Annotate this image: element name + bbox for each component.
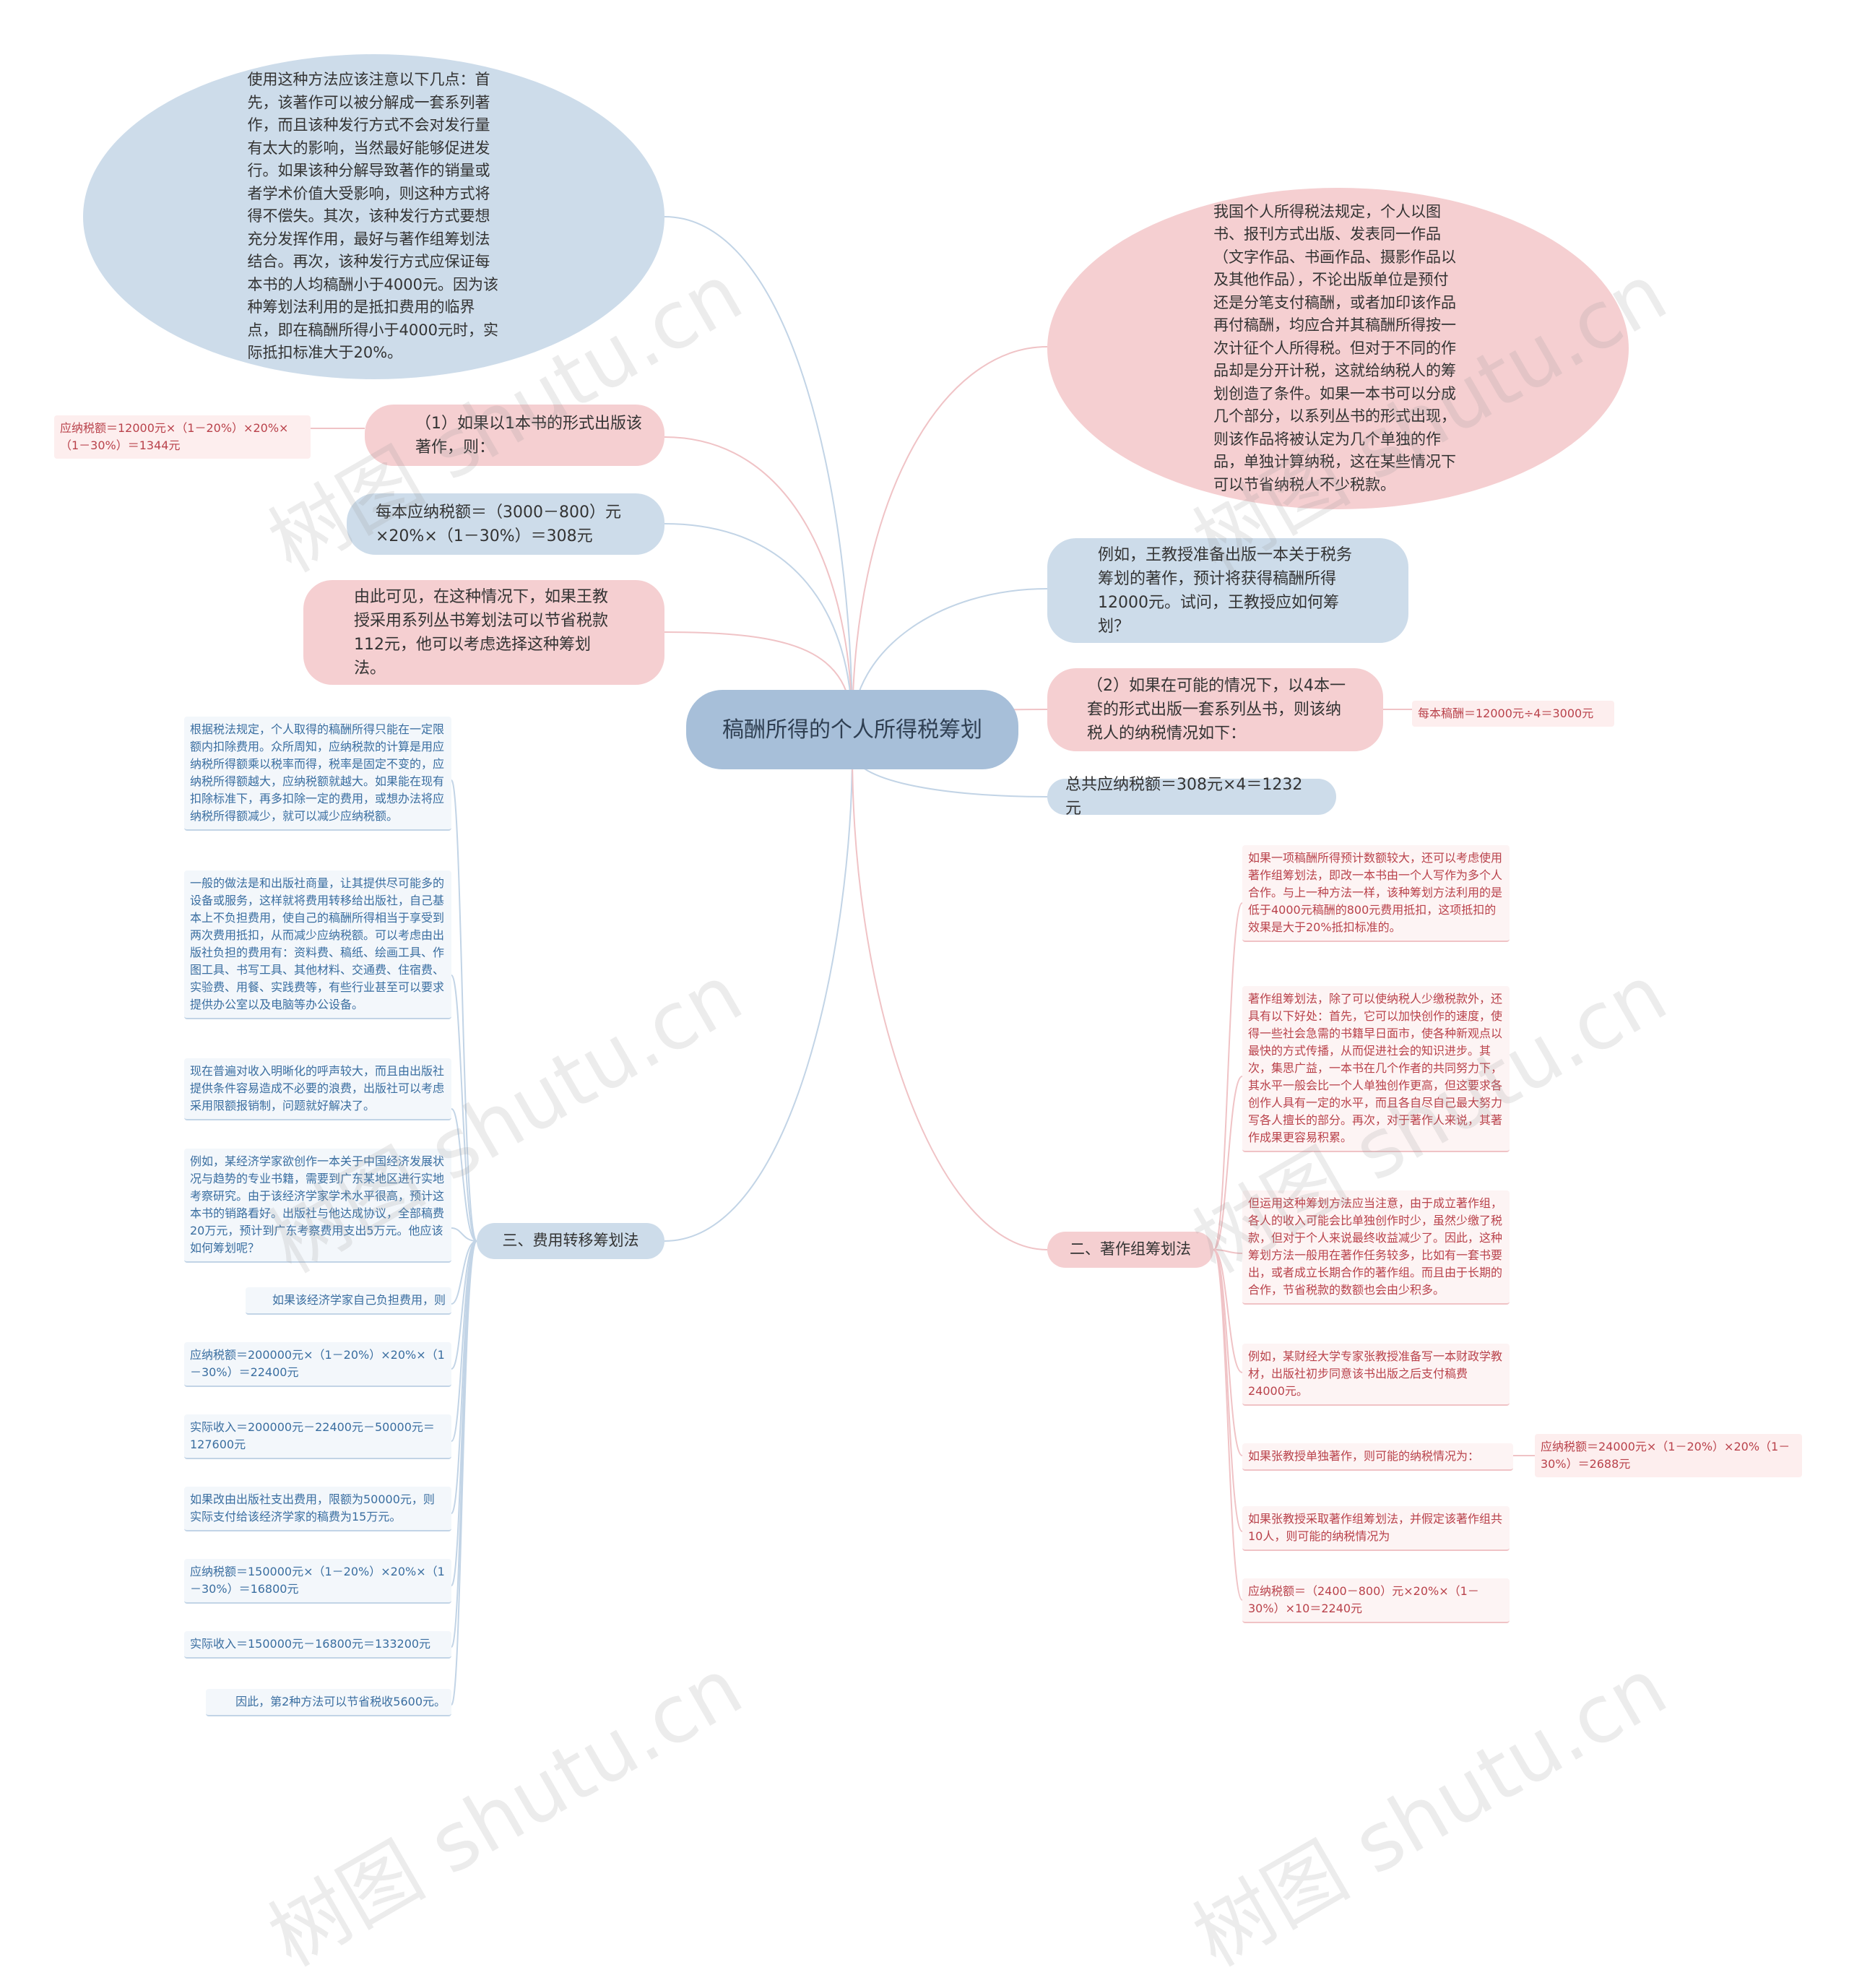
right-note-tax-law-text: 我国个人所得税法规定，个人以图书、报刊方式出版、发表同一作品（文字作品、书画作品… <box>1213 202 1456 493</box>
leaf-single-author-tax[interactable]: 应纳税额＝24000元×（1－20%）×20%（1－30%）＝2688元 <box>1535 1434 1802 1477</box>
leaf-one-book-tax[interactable]: 应纳税额＝12000元×（1－20%）×20%×（1－30%）＝1344元 <box>54 415 311 459</box>
left-tax-per-book[interactable]: 每本应纳税额＝（3000－800）元×20%×（1－30%）＝308元 <box>347 493 664 555</box>
right-note-tax-law[interactable]: 我国个人所得税法规定，个人以图书、报刊方式出版、发表同一作品（文字作品、书画作品… <box>1047 188 1629 509</box>
left-note-cautions[interactable]: 使用这种方法应该注意以下几点：首先，该著作可以被分解成一套系列著作，而且该种发行… <box>83 54 664 379</box>
expense-leaf-6[interactable]: 应纳税额＝200000元×（1－20%）×20%×（1－30%）＝22400元 <box>184 1342 451 1387</box>
group-leaf-6[interactable]: 如果张教授采取著作组筹划法，并假定该著作组共10人，则可能的纳税情况为 <box>1242 1506 1510 1551</box>
group-leaf-1[interactable]: 如果一项稿酬所得预计数额较大，还可以考虑使用著作组筹划法，即改一本书由一个人写作… <box>1242 845 1510 942</box>
expense-leaf-5[interactable]: 如果该经济学家自己负担费用，则 <box>246 1287 451 1315</box>
left-conclusion-series-text: 由此可见，在这种情况下，如果王教授采用系列丛书筹划法可以节省税款112元，他可以… <box>354 587 609 678</box>
expense-leaf-9[interactable]: 应纳税额＝150000元×（1－20%）×20%×（1－30%）＝16800元 <box>184 1559 451 1604</box>
expense-leaf-2[interactable]: 一般的做法是和出版社商量，让其提供尽可能多的设备或服务，这样就将费用转移给出版社… <box>184 870 451 1019</box>
branch-expense-transfer-label: 三、费用转移筹划法 <box>502 1232 639 1250</box>
group-leaf-7[interactable]: 应纳税额＝（2400－800）元×20%×（1－30%）×10＝2240元 <box>1242 1578 1510 1623</box>
group-leaf-4[interactable]: 例如，某财经大学专家张教授准备写一本财政学教材，出版社初步同意该书出版之后支付稿… <box>1242 1344 1510 1406</box>
left-conclusion-series[interactable]: 由此可见，在这种情况下，如果王教授采用系列丛书筹划法可以节省税款112元，他可以… <box>303 580 664 685</box>
group-leaf-2[interactable]: 著作组筹划法，除了可以使纳税人少缴税款外，还具有以下好处：首先，它可以加快创作的… <box>1242 986 1510 1152</box>
right-total-tax-text: 总共应纳税额＝308元×4＝1232元 <box>1065 776 1303 818</box>
left-note-cautions-text: 使用这种方法应该注意以下几点：首先，该著作可以被分解成一套系列著作，而且该种发行… <box>247 71 498 362</box>
left-tax-per-book-text: 每本应纳税额＝（3000－800）元×20%×（1－30%）＝308元 <box>376 503 621 545</box>
connector-lines <box>311 216 1535 1706</box>
expense-leaf-11[interactable]: 因此，第2种方法可以节省税收5600元。 <box>206 1689 451 1716</box>
expense-leaf-8[interactable]: 如果改由出版社支出费用，限额为50000元，则实际支付给该经济学家的稿费为15万… <box>184 1487 451 1531</box>
leaf-per-book-fee[interactable]: 每本稿酬＝12000元÷4＝3000元 <box>1412 701 1614 727</box>
right-example-wang-text: 例如，王教授准备出版一本关于税务筹划的著作，预计将获得稿酬所得12000元。试问… <box>1098 545 1353 636</box>
expense-leaf-1[interactable]: 根据税法规定，个人取得的稿酬所得只能在一定限额内扣除费用。众所周知，应纳税款的计… <box>184 717 451 831</box>
root-topic[interactable]: 稿酬所得的个人所得税筹划 <box>686 690 1018 769</box>
right-example-wang[interactable]: 例如，王教授准备出版一本关于税务筹划的著作，预计将获得稿酬所得12000元。试问… <box>1047 538 1408 643</box>
expense-leaf-10[interactable]: 实际收入＝150000元－16800元＝133200元 <box>184 1631 451 1659</box>
right-case-four-books[interactable]: （2）如果在可能的情况下，以4本一套的形式出版一套系列丛书，则该纳税人的纳税情况… <box>1047 668 1383 751</box>
left-case-one-book-text: （1）如果以1本书的形式出版该著作，则： <box>415 414 642 457</box>
branch-author-group[interactable]: 二、著作组筹划法 <box>1047 1232 1213 1268</box>
branch-expense-transfer[interactable]: 三、费用转移筹划法 <box>477 1223 664 1259</box>
expense-leaf-4[interactable]: 例如，某经济学家欲创作一本关于中国经济发展状况与趋势的专业书籍，需要到广东某地区… <box>184 1149 451 1263</box>
group-leaf-5[interactable]: 如果张教授单独著作，则可能的纳税情况为： <box>1242 1443 1513 1471</box>
branch-author-group-label: 二、著作组筹划法 <box>1070 1240 1191 1258</box>
right-case-four-books-text: （2）如果在可能的情况下，以4本一套的形式出版一套系列丛书，则该纳税人的纳税情况… <box>1087 677 1346 743</box>
expense-leaf-7[interactable]: 实际收入＝200000元－22400元－50000元＝127600元 <box>184 1414 451 1459</box>
right-total-tax[interactable]: 总共应纳税额＝308元×4＝1232元 <box>1047 776 1336 818</box>
left-case-one-book[interactable]: （1）如果以1本书的形式出版该著作，则： <box>365 405 664 466</box>
group-leaf-3[interactable]: 但运用这种筹划方法应当注意，由于成立著作组，各人的收入可能会比单独创作时少，虽然… <box>1242 1190 1510 1305</box>
expense-leaf-3[interactable]: 现在普遍对收入明晰化的呼声较大，而且由出版社提供条件容易造成不必要的浪费，出版社… <box>184 1058 451 1120</box>
